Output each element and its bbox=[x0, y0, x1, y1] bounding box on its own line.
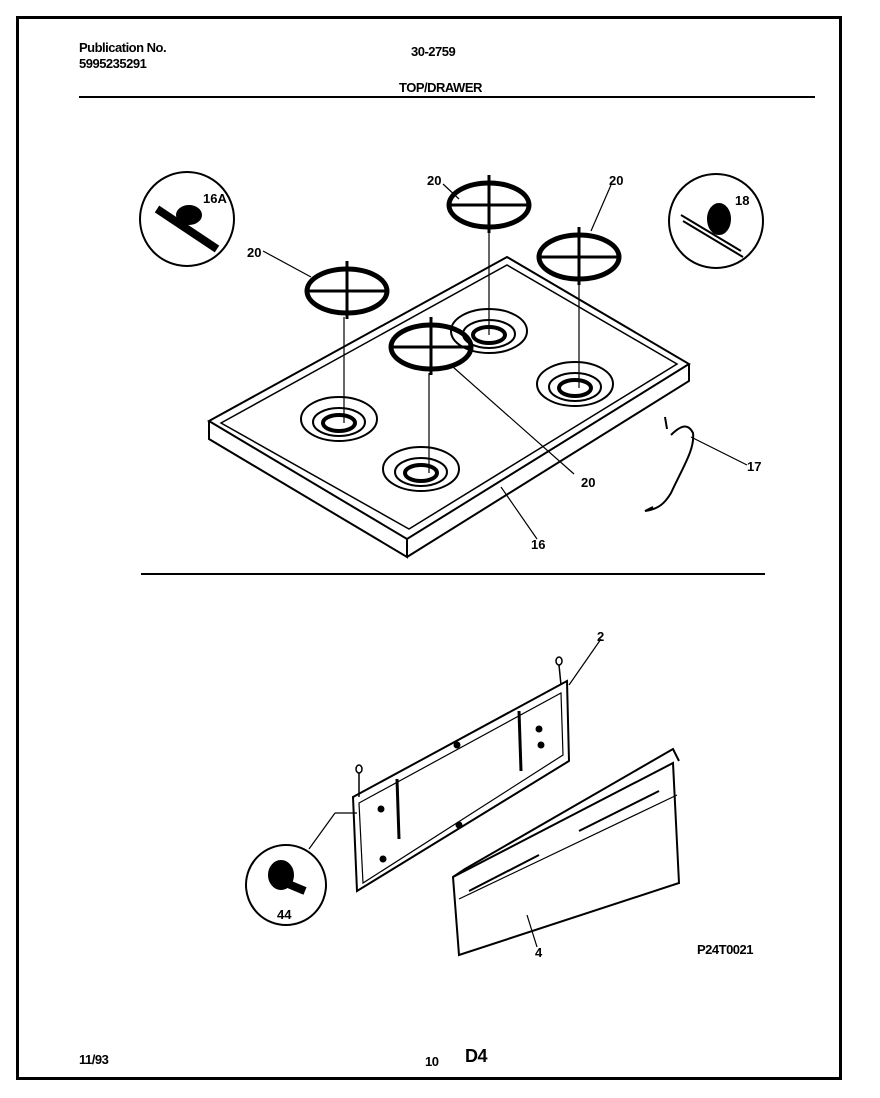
section-divider bbox=[141, 573, 765, 575]
callout-clip-right: 18 bbox=[735, 193, 749, 208]
burner-grate bbox=[536, 227, 622, 285]
burner-grate bbox=[304, 261, 390, 319]
callout-grate-4: 20 bbox=[581, 475, 595, 490]
clip-detail-right bbox=[668, 173, 764, 269]
callout-grate-3: 20 bbox=[609, 173, 623, 188]
model-number: 30-2759 bbox=[411, 44, 456, 59]
header-rule bbox=[79, 96, 815, 98]
burner-grate bbox=[446, 175, 532, 233]
leader-lines bbox=[262, 183, 748, 948]
publication-number: 5995235291 bbox=[79, 56, 147, 71]
parts-diagram-page: Publication No. 5995235291 30-2759 TOP/D… bbox=[16, 16, 842, 1080]
screw-detail bbox=[245, 844, 327, 926]
callout-drawer-panel: 2 bbox=[597, 629, 604, 644]
drawer-front bbox=[451, 747, 681, 957]
callout-screw: 44 bbox=[277, 907, 292, 922]
footer-sheet: D4 bbox=[465, 1046, 488, 1066]
clip-detail-left bbox=[139, 171, 235, 267]
callout-wire: 17 bbox=[747, 459, 761, 474]
section-title: TOP/DRAWER bbox=[399, 80, 482, 95]
cooktop-panel bbox=[206, 255, 691, 559]
callout-drawer-front: 4 bbox=[535, 945, 543, 960]
wire-harness bbox=[644, 416, 695, 512]
burner-grate bbox=[388, 317, 474, 375]
alignment-lines bbox=[343, 231, 580, 473]
burner-bowl bbox=[536, 361, 614, 407]
callout-clip-left: 16A bbox=[203, 191, 227, 206]
diagram-code: P24T0021 bbox=[697, 942, 754, 957]
exploded-view-drawing: 20 20 20 20 16 16A 18 17 2 4 44 bbox=[139, 171, 764, 960]
burner-bowl bbox=[300, 396, 378, 442]
drawer-screw bbox=[355, 656, 563, 797]
footer-date: 11/93 bbox=[79, 1052, 109, 1067]
callout-grate-2: 20 bbox=[427, 173, 441, 188]
drawer-panel bbox=[351, 679, 571, 893]
callout-cooktop: 16 bbox=[531, 537, 545, 552]
callout-grate-1: 20 bbox=[247, 245, 261, 260]
burner-bowl bbox=[382, 446, 460, 492]
footer-page-number: 10 bbox=[425, 1054, 439, 1069]
publication-label: Publication No. bbox=[79, 40, 167, 55]
